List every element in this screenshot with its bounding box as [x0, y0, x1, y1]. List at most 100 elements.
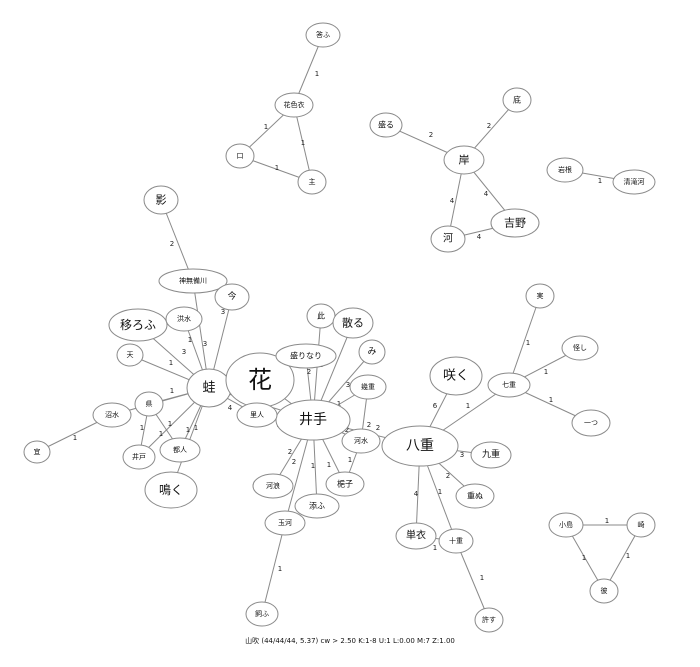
edge-weight-label: 6 [433, 402, 438, 410]
node-shape [502, 87, 532, 113]
node-label: 神無備川 [179, 276, 207, 285]
node-label: 岸 [459, 154, 470, 167]
edge-weight-label: 1 [275, 164, 279, 172]
node-shape [455, 483, 495, 509]
edge-weight-label: 1 [605, 517, 609, 525]
node-label: 怪し [573, 343, 587, 352]
edge-weight-label: 3 [182, 348, 186, 356]
edge-weight-label: 2 [429, 131, 433, 139]
node-label: 添ふ [309, 502, 325, 511]
node-kare: 彼 [589, 578, 619, 604]
node-iwane: 岩根 [546, 157, 584, 183]
node-nanae: 七重 [487, 372, 531, 398]
node-shape [474, 607, 504, 633]
node-kue: 九重 [470, 441, 512, 469]
edge-weight-label: 2 [446, 472, 450, 480]
node-label: 河水 [354, 436, 368, 445]
node-shape [122, 444, 156, 470]
node-shape [349, 374, 387, 400]
edge-weight-label: 2 [487, 122, 491, 130]
node-idoto: 井戸 [122, 444, 156, 470]
node-shape [332, 307, 374, 339]
node-shape [381, 425, 459, 467]
node-shape [23, 440, 51, 464]
edge-toe-yurusu [455, 540, 490, 621]
edge-weight-label: 1 [170, 387, 174, 395]
node-label: 十重 [449, 536, 463, 545]
node-shape [297, 169, 327, 195]
node-miyakobito: 都人 [159, 437, 201, 463]
node-shape [305, 22, 341, 48]
node-label: 小島 [559, 520, 573, 529]
node-kozui: 洪水 [165, 306, 203, 332]
node-shape [236, 402, 278, 428]
edge-weight-label: 4 [484, 190, 489, 198]
node-shape [612, 169, 656, 195]
node-sato: 里人 [236, 402, 278, 428]
node-hana: 花 [225, 352, 295, 408]
node-kawa: 河 [430, 225, 466, 253]
node-kotau: 答ふ [305, 22, 341, 48]
node-mi2: 実 [525, 283, 555, 309]
node-shape [325, 471, 365, 497]
node-shape [487, 372, 531, 398]
node-label: 今 [227, 290, 236, 302]
node-label: 井手 [299, 412, 327, 428]
node-shape [92, 402, 132, 428]
node-nushi: 主 [297, 169, 327, 195]
node-label: み [367, 346, 376, 357]
node-label: 清滝河 [624, 177, 645, 186]
node-shape [108, 308, 168, 342]
node-shape [159, 437, 201, 463]
edge-weight-label: 1 [348, 456, 352, 464]
node-shape [144, 471, 198, 509]
node-yae: 八重 [381, 425, 459, 467]
edge-tamakawa-kau [261, 522, 286, 615]
node-label: 主 [309, 177, 316, 186]
edge-weight-label: 1 [549, 396, 553, 404]
edge-weight-label: 1 [186, 426, 190, 434]
node-label: 里人 [250, 411, 264, 419]
node-shape [341, 428, 381, 454]
node-label: 沼水 [105, 410, 119, 419]
node-label: 影 [156, 194, 167, 207]
node-shape [571, 409, 611, 437]
node-shape [225, 143, 255, 169]
node-label: 洪水 [177, 314, 191, 323]
node-soufu: 添ふ [294, 493, 340, 519]
node-shape [626, 512, 656, 538]
node-label: 宜 [34, 447, 41, 456]
node-label: 単衣 [406, 529, 426, 542]
node-label: 口 [237, 152, 244, 160]
node-mi: み [358, 339, 386, 365]
node-label: 幾重 [361, 382, 375, 391]
edge-hanairogoromo-nushi [293, 104, 313, 183]
node-kau: 飼ふ [245, 601, 279, 627]
node-kojima: 小島 [548, 512, 584, 538]
node-shape [264, 510, 306, 536]
node-hanairogoromo: 花色衣 [274, 92, 314, 118]
node-label: 此 [317, 311, 325, 321]
node-kannabigawa: 神無備川 [158, 268, 228, 294]
edge-weight-label: 1 [315, 70, 319, 78]
edge-weight-label: 2 [288, 448, 292, 456]
node-label: 九重 [482, 448, 500, 460]
edge-weight-label: 2 [345, 426, 349, 434]
node-label: 散る [342, 316, 364, 330]
node-shape [358, 339, 386, 365]
node-sakarinari: 盛りなり [275, 343, 337, 369]
node-yoshino: 吉野 [490, 208, 540, 238]
edge-weight-label: 1 [168, 420, 172, 428]
node-label: 天 [127, 351, 134, 359]
edge-weight-label: 3 [460, 451, 464, 459]
node-shape [158, 268, 228, 294]
edge-weight-label: 2 [376, 424, 380, 432]
node-sakaru: 盛る [369, 112, 403, 138]
node-saku: 咲く [429, 356, 483, 396]
edge-weight-label: 4 [414, 490, 419, 498]
edge-weight-label: 1 [264, 123, 268, 131]
node-label: 盛りなり [290, 351, 322, 361]
edge-weight-label: 2 [367, 421, 371, 429]
node-label: 答ふ [316, 30, 330, 39]
edge-weight-label: 3 [203, 340, 207, 348]
